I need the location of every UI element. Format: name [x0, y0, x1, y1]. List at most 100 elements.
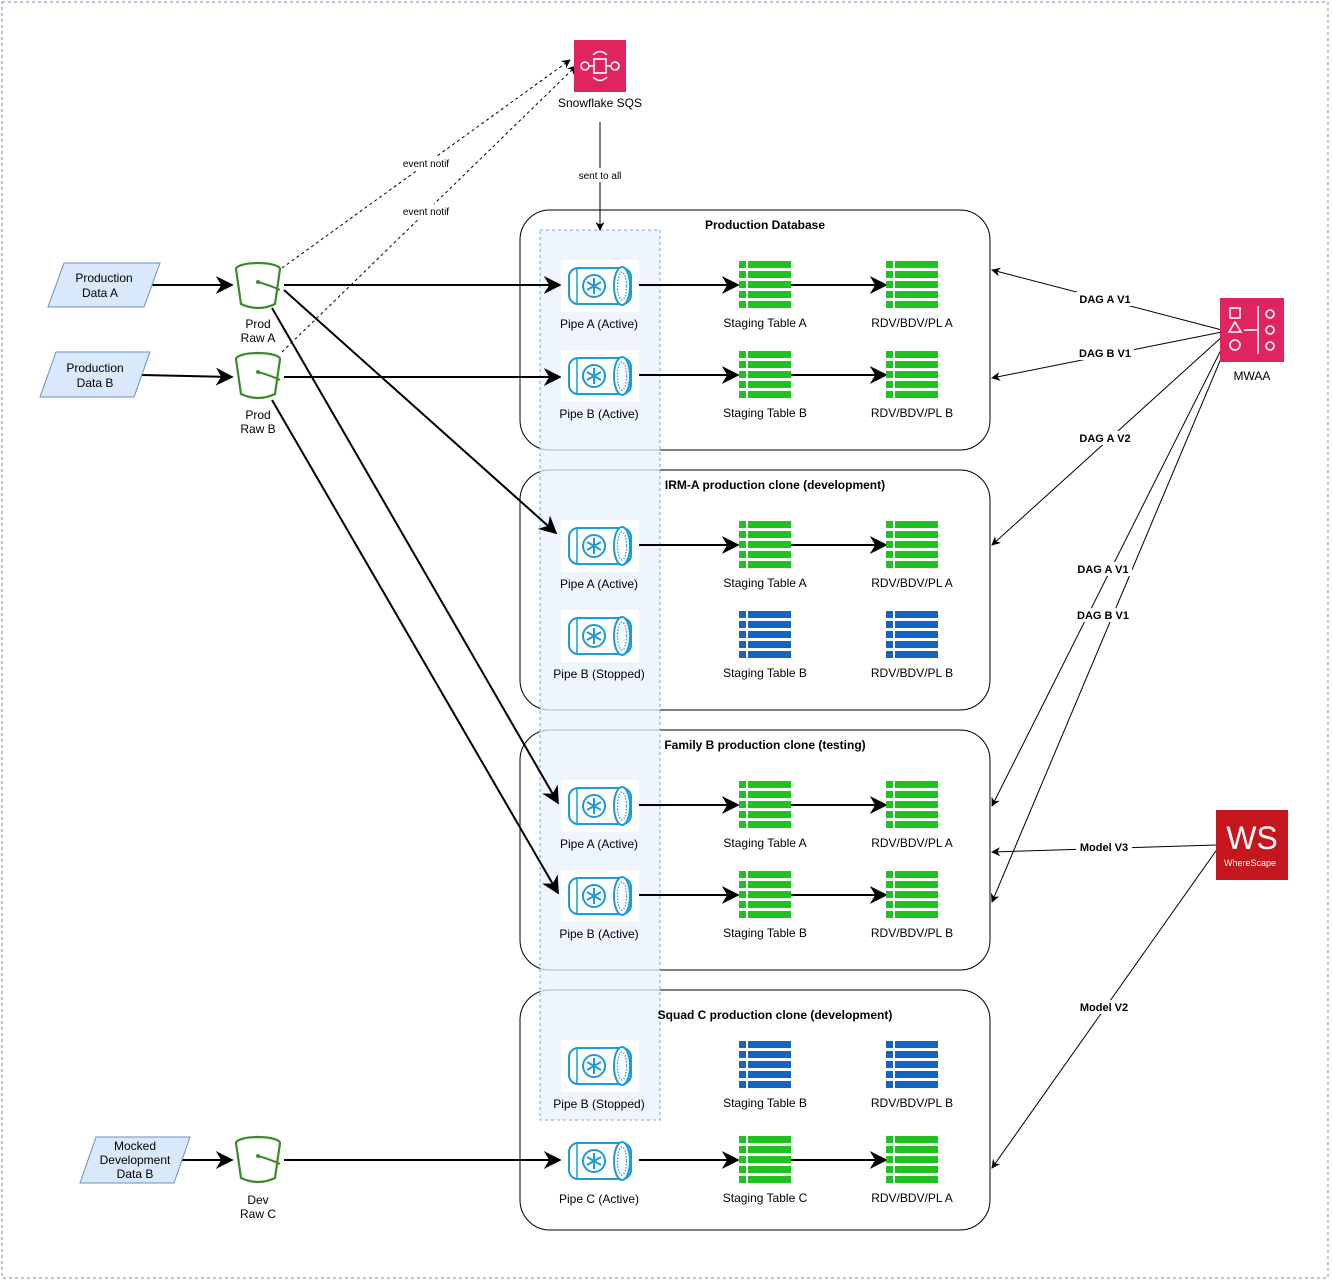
- family-rdv-b[interactable]: RDV/BDV/PL B: [871, 871, 953, 940]
- event-notif-1-bg: [398, 156, 454, 170]
- irm-staging-b[interactable]: Staging Table B: [723, 611, 807, 680]
- source-production-data-b[interactable]: Production Data B: [39, 351, 151, 398]
- wherescape[interactable]: WS WhereScape: [1216, 810, 1288, 880]
- family-b-clone-title: Family B production clone (testing): [664, 738, 865, 752]
- snowflake-sqs[interactable]: Snowflake SQS: [558, 40, 642, 110]
- prod-rdv-b[interactable]: RDV/BDV/PL B: [871, 351, 953, 420]
- irm-pipe-a[interactable]: Pipe A (Active): [560, 520, 639, 591]
- source-mocked-development-data-b[interactable]: Mocked Development Data B: [79, 1136, 191, 1184]
- squad-staging-b[interactable]: Staging Table B: [723, 1041, 807, 1110]
- irm-staging-a[interactable]: Staging Table A: [723, 521, 807, 590]
- snowpipe-icon: [561, 1040, 639, 1092]
- prod-pipe-a-label: Pipe A (Active): [560, 317, 638, 331]
- wherescape-logo-sub: WhereScape: [1224, 858, 1276, 868]
- sent-to-all-bg: [574, 168, 626, 182]
- dag-a-v1-family-bg: [1074, 562, 1132, 576]
- bucket-icon: [234, 351, 282, 400]
- snowpipe-icon: [561, 520, 639, 572]
- sqs-icon: [574, 40, 626, 92]
- irm-pipe-b-label: Pipe B (Stopped): [553, 667, 644, 681]
- squad-rdv-a[interactable]: RDV/BDV/PL A: [871, 1136, 953, 1205]
- snowpipe-icon: [561, 610, 639, 662]
- squad-staging-c[interactable]: Staging Table C: [723, 1136, 808, 1205]
- squad-c-clone-title: Squad C production clone (development): [658, 1008, 893, 1022]
- irm-rdv-b[interactable]: RDV/BDV/PL B: [871, 611, 953, 680]
- sqs-label: Snowflake SQS: [558, 96, 642, 110]
- edge-label-dag-b-v1-prod: DAG B V1: [1079, 348, 1131, 360]
- edge-label-event-notif-2: event notif: [403, 207, 449, 218]
- squad-staging-b-label: Staging Table B: [723, 1096, 807, 1110]
- wherescape-logo-icon: [1216, 810, 1288, 880]
- bucket-b-line-1: Prod: [245, 408, 270, 422]
- edge-label-dag-a-v1-family: DAG A V1: [1077, 564, 1128, 576]
- edge-raw-a-to-irm-pipe-a: [283, 289, 558, 535]
- prod-rdv-a[interactable]: RDV/BDV/PL A: [871, 261, 953, 330]
- squad-pipe-b[interactable]: Pipe B (Stopped): [553, 1040, 645, 1111]
- snowpipe-icon: [561, 260, 639, 312]
- prod-pipe-b-label: Pipe B (Active): [559, 407, 638, 421]
- family-pipe-b-label: Pipe B (Active): [559, 927, 638, 941]
- source-mocked-line-1: Mocked: [114, 1139, 156, 1153]
- bucket-a-line-1: Prod: [245, 317, 270, 331]
- squad-pipe-c-label: Pipe C (Active): [559, 1192, 639, 1206]
- squad-rdv-b[interactable]: RDV/BDV/PL B: [871, 1041, 953, 1110]
- irm-pipe-b[interactable]: Pipe B (Stopped): [553, 610, 645, 681]
- bucket-prod-raw-a[interactable]: Prod Raw A: [234, 261, 282, 345]
- prod-rdv-b-label: RDV/BDV/PL B: [871, 406, 953, 420]
- snowpipe-icon: [561, 870, 639, 922]
- prod-staging-b-label: Staging Table B: [723, 406, 807, 420]
- squad-rdv-a-label: RDV/BDV/PL A: [871, 1191, 953, 1205]
- irm-rdv-a-label: RDV/BDV/PL A: [871, 576, 953, 590]
- edges: [141, 59, 1229, 1169]
- family-staging-a[interactable]: Staging Table A: [723, 781, 807, 850]
- prod-pipe-b[interactable]: Pipe B (Active): [559, 350, 639, 421]
- family-pipe-b[interactable]: Pipe B (Active): [559, 870, 639, 941]
- family-pipe-a[interactable]: Pipe A (Active): [560, 780, 639, 851]
- prod-staging-a[interactable]: Staging Table A: [723, 261, 807, 330]
- mwaa[interactable]: MWAA: [1220, 298, 1284, 383]
- bucket-b-line-2: Raw B: [240, 422, 275, 436]
- snowpipe-icon: [561, 1135, 639, 1187]
- irm-pipe-a-label: Pipe A (Active): [560, 577, 638, 591]
- family-rdv-a-label: RDV/BDV/PL A: [871, 836, 953, 850]
- bucket-a-line-2: Raw A: [241, 331, 276, 345]
- source-b-line-2: Data B: [77, 376, 114, 390]
- dag-a-v1-prod-bg: [1076, 292, 1134, 306]
- squad-rdv-b-label: RDV/BDV/PL B: [871, 1096, 953, 1110]
- bucket-icon: [234, 1135, 282, 1184]
- edge-label-model-v2: Model V2: [1080, 1002, 1128, 1014]
- bucket-icon: [234, 261, 282, 310]
- irm-a-clone-title: IRM-A production clone (development): [665, 478, 885, 492]
- edge-raw-a-to-family-pipe-a: [271, 307, 559, 805]
- family-staging-a-label: Staging Table A: [723, 836, 806, 850]
- edge-label-sent-to-all: sent to all: [579, 171, 622, 182]
- bucket-prod-raw-b[interactable]: Prod Raw B: [234, 351, 282, 436]
- family-staging-b[interactable]: Staging Table B: [723, 871, 807, 940]
- event-notif-2-bg: [398, 204, 454, 218]
- source-a-line-1: Production: [75, 271, 132, 285]
- edge-label-dag-a-v1-prod: DAG A V1: [1079, 294, 1130, 306]
- source-mocked-line-3: Data B: [117, 1167, 154, 1181]
- source-a-line-2: Data A: [82, 286, 118, 300]
- squad-pipe-c[interactable]: Pipe C (Active): [559, 1135, 639, 1206]
- snowpipe-icon: [561, 780, 639, 832]
- edge-label-dag-b-v1-family: DAG B V1: [1077, 610, 1129, 622]
- bucket-dev-raw-c[interactable]: Dev Raw C: [234, 1135, 282, 1221]
- prod-pipe-a[interactable]: Pipe A (Active): [560, 260, 639, 331]
- prod-staging-b[interactable]: Staging Table B: [723, 351, 807, 420]
- bucket-c-line-1: Dev: [247, 1193, 268, 1207]
- edge-raw-b-to-family-pipe-b: [271, 399, 559, 895]
- squad-staging-c-label: Staging Table C: [723, 1191, 808, 1205]
- source-production-data-a[interactable]: Production Data A: [47, 262, 161, 308]
- mwaa-label: MWAA: [1234, 369, 1271, 383]
- snowpipe-icon: [561, 350, 639, 402]
- edge-label-event-notif-1: event notif: [403, 159, 449, 170]
- family-rdv-a[interactable]: RDV/BDV/PL A: [871, 781, 953, 850]
- production-database-title: Production Database: [705, 218, 825, 232]
- irm-rdv-a[interactable]: RDV/BDV/PL A: [871, 521, 953, 590]
- source-b-line-1: Production: [66, 361, 123, 375]
- prod-rdv-a-label: RDV/BDV/PL A: [871, 316, 953, 330]
- edge-raw-a-event-notif: [281, 59, 571, 269]
- bucket-c-line-2: Raw C: [240, 1207, 276, 1221]
